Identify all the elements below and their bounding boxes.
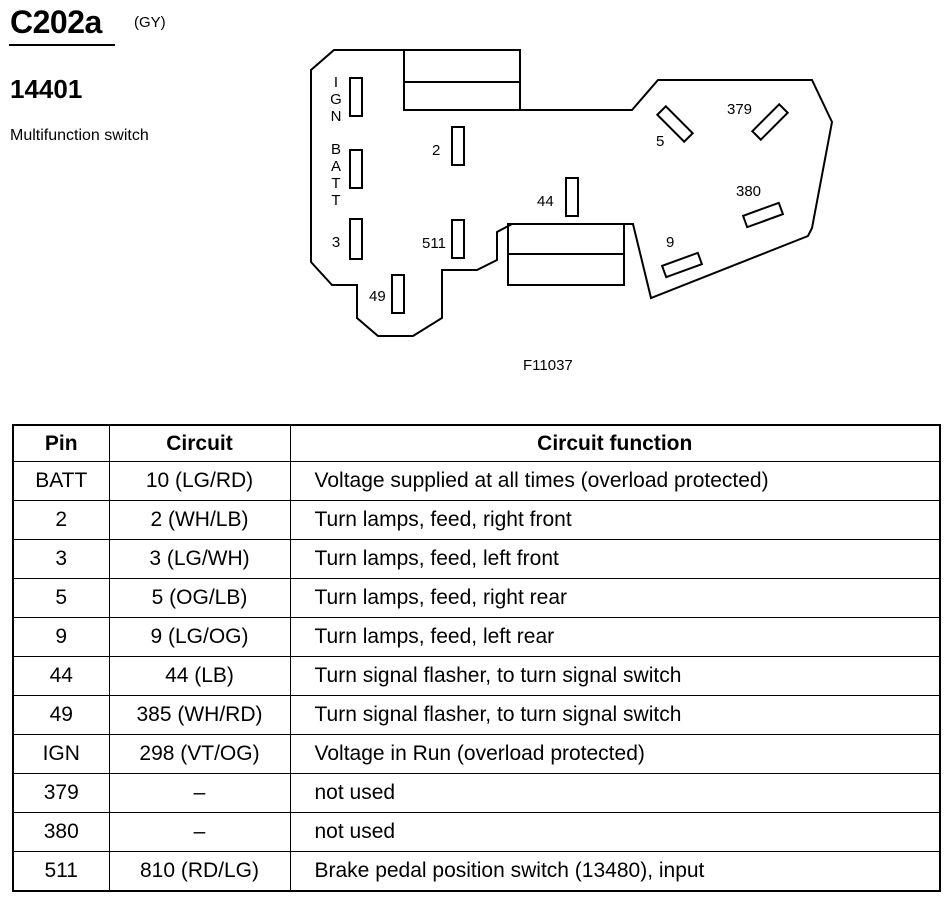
- pin-label-ign-g: G: [330, 91, 342, 108]
- pin-cell: 379: [12, 773, 110, 813]
- circuit-cell: 298 (VT/OG): [108, 734, 291, 774]
- component-name: Multifunction switch: [10, 127, 149, 144]
- pin-label-379: 379: [727, 101, 752, 118]
- pin-cell: 49: [12, 695, 110, 735]
- terminal-ign: [349, 77, 363, 117]
- circuit-function-cell: not used: [289, 773, 941, 813]
- table-row: 9 9 (LG/OG) Turn lamps, feed, left rear: [12, 617, 941, 657]
- terminal-380: [741, 201, 785, 229]
- pin-cell: 2: [12, 500, 110, 540]
- table-header-row: Pin Circuit Circuit function: [12, 424, 941, 462]
- table-row: 511 810 (RD/LG) Brake pedal position swi…: [12, 851, 941, 892]
- connector-color: (GY): [134, 14, 166, 31]
- circuit-cell: –: [108, 773, 291, 813]
- terminal-44: [565, 177, 579, 217]
- table-row: 2 2 (WH/LB) Turn lamps, feed, right fron…: [12, 500, 941, 540]
- circuit-function-cell: Turn signal flasher, to turn signal swit…: [289, 656, 941, 696]
- circuit-cell: –: [108, 812, 291, 852]
- terminal-3: [349, 218, 363, 260]
- circuit-function-cell: Brake pedal position switch (13480), inp…: [289, 851, 941, 892]
- pin-table: Pin Circuit Circuit function BATT 10 (LG…: [12, 424, 941, 892]
- column-header-pin: Pin: [12, 424, 110, 462]
- pin-cell: 5: [12, 578, 110, 618]
- circuit-cell: 2 (WH/LB): [108, 500, 291, 540]
- pin-label-5: 5: [656, 133, 664, 150]
- circuit-cell: 5 (OG/LB): [108, 578, 291, 618]
- pin-label-batt-a: A: [331, 158, 341, 175]
- pin-label-44: 44: [537, 193, 554, 210]
- circuit-function-cell: Voltage in Run (overload protected): [289, 734, 941, 774]
- terminal-5: [655, 104, 695, 144]
- terminal-379: [750, 102, 790, 142]
- connector-id: C202a: [10, 4, 102, 40]
- pin-cell: 3: [12, 539, 110, 579]
- table-row: 44 44 (LB) Turn signal flasher, to turn …: [12, 656, 941, 696]
- connector-id-underline: [9, 44, 115, 46]
- pin-label-2: 2: [432, 142, 440, 159]
- pin-cell: 380: [12, 812, 110, 852]
- table-row: 49 385 (WH/RD) Turn signal flasher, to t…: [12, 695, 941, 735]
- pin-label-batt-b: B: [331, 141, 341, 158]
- circuit-function-cell: Turn signal flasher, to turn signal swit…: [289, 695, 941, 735]
- circuit-function-cell: Voltage supplied at all times (overload …: [289, 461, 941, 501]
- pin-label-3: 3: [332, 234, 340, 251]
- pin-cell: BATT: [12, 461, 110, 501]
- pin-label-ign-i: I: [334, 74, 338, 91]
- lower-latch: [507, 223, 625, 286]
- table-row: 380 – not used: [12, 812, 941, 852]
- pin-label-9: 9: [666, 234, 674, 251]
- pin-label-511: 511: [422, 235, 446, 252]
- circuit-cell: 810 (RD/LG): [108, 851, 291, 892]
- circuit-cell: 3 (LG/WH): [108, 539, 291, 579]
- circuit-cell: 10 (LG/RD): [108, 461, 291, 501]
- circuit-function-cell: Turn lamps, feed, right front: [289, 500, 941, 540]
- connector-face-diagram: I G N B A T T 3 49 2 511 44 5 379 380 9: [310, 49, 834, 337]
- terminal-9: [660, 251, 704, 279]
- part-number: 14401: [10, 74, 83, 104]
- terminal-511: [451, 219, 465, 259]
- pin-cell: 9: [12, 617, 110, 657]
- circuit-cell: 385 (WH/RD): [108, 695, 291, 735]
- connector-outline: [310, 49, 834, 337]
- circuit-function-cell: Turn lamps, feed, left rear: [289, 617, 941, 657]
- pin-label-batt-t1: T: [331, 175, 340, 192]
- table-row: IGN 298 (VT/OG) Voltage in Run (overload…: [12, 734, 941, 774]
- pin-label-ign-n: N: [331, 108, 342, 125]
- circuit-function-cell: not used: [289, 812, 941, 852]
- table-row: 5 5 (OG/LB) Turn lamps, feed, right rear: [12, 578, 941, 618]
- pin-label-380: 380: [736, 183, 761, 200]
- figure-code: F11037: [523, 357, 573, 374]
- column-header-circuit: Circuit: [108, 424, 291, 462]
- pin-cell: 511: [12, 851, 110, 892]
- table-row: BATT 10 (LG/RD) Voltage supplied at all …: [12, 461, 941, 501]
- pin-label-batt-t2: T: [331, 192, 340, 209]
- circuit-function-cell: Turn lamps, feed, left front: [289, 539, 941, 579]
- pin-label-49: 49: [369, 288, 386, 305]
- table-row: 379 – not used: [12, 773, 941, 813]
- circuit-cell: 9 (LG/OG): [108, 617, 291, 657]
- circuit-cell: 44 (LB): [108, 656, 291, 696]
- pin-cell: IGN: [12, 734, 110, 774]
- pin-cell: 44: [12, 656, 110, 696]
- column-header-circuit-function: Circuit function: [289, 424, 941, 462]
- terminal-49: [391, 274, 405, 314]
- upper-latch: [403, 49, 521, 111]
- terminal-batt: [349, 149, 363, 189]
- table-row: 3 3 (LG/WH) Turn lamps, feed, left front: [12, 539, 941, 579]
- terminal-2: [451, 126, 465, 166]
- circuit-function-cell: Turn lamps, feed, right rear: [289, 578, 941, 618]
